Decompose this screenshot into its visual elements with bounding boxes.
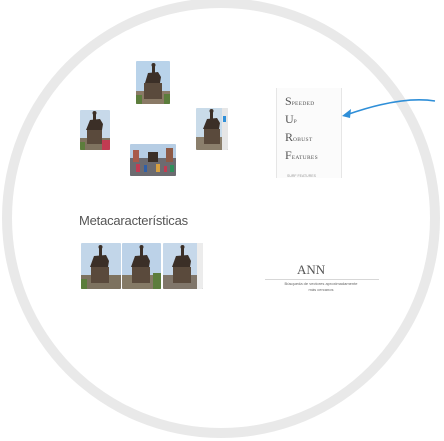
ann-divider	[265, 279, 379, 280]
surf-footnote: SURF FEATURES	[287, 174, 316, 178]
ann-description: Búsqueda de vectores aproximadamente más…	[256, 281, 386, 293]
statue-photo-right[interactable]	[196, 108, 228, 150]
circular-frame-inner	[12, 8, 430, 428]
surf-row-features: Features	[285, 148, 318, 162]
surf-row-speeded: Speeded	[285, 94, 315, 108]
statue-photo-row-2[interactable]	[122, 243, 161, 289]
surf-row-robust: Robust	[285, 130, 313, 144]
statue-photo-top[interactable]	[136, 61, 170, 104]
statue-photo-left[interactable]	[80, 110, 110, 150]
ann-description-line-2: más cercanos	[308, 287, 334, 292]
statue-photo-row-1[interactable]	[81, 243, 121, 289]
plaza-photo-bottom[interactable]	[130, 144, 176, 176]
surf-row-up: Up	[285, 112, 298, 126]
ann-title: ANN	[297, 262, 326, 277]
statue-photo-row-3[interactable]	[163, 243, 203, 289]
surf-acronym-card: Speeded Up Robust Features	[276, 88, 342, 178]
ann-description-line-1: Búsqueda de vectores aproximadamente	[284, 281, 358, 286]
pointer-arrow-icon	[342, 98, 436, 118]
metafeatures-label: Metacaracterísticas	[79, 213, 188, 228]
